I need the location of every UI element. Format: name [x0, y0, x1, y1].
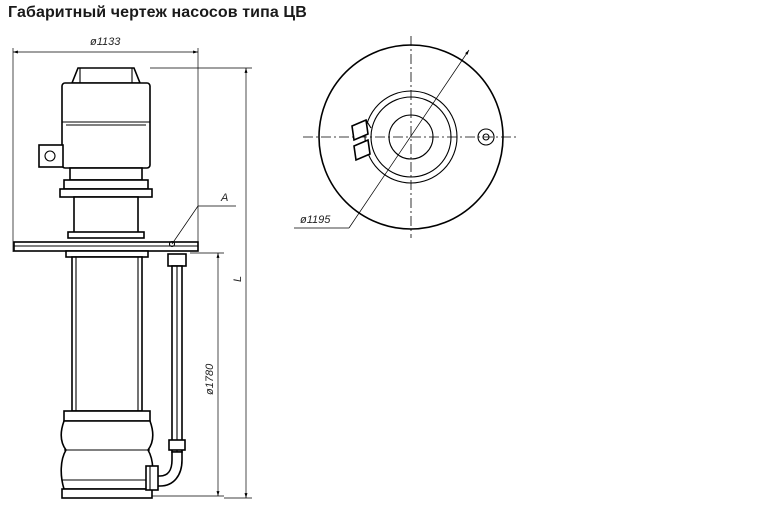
pump-casing — [60, 420, 154, 490]
shaft-bore — [388, 114, 434, 160]
discharge-elbow — [155, 451, 183, 487]
discharge-nozzle-plan — [477, 128, 495, 146]
motor-flange-outer — [364, 90, 458, 184]
discharge-flange-top — [167, 253, 187, 267]
drawing-title: Габаритный чертеж насосов типа ЦВ — [8, 4, 307, 21]
column-pipe — [71, 256, 143, 412]
pump-plan-view: ø1195 — [294, 36, 517, 238]
plan-diameter-label: ø1195 — [300, 214, 331, 226]
motor-top-cap — [70, 67, 142, 84]
terminal-box-plan — [351, 118, 369, 142]
terminal-box — [38, 144, 64, 168]
discharge-flange-bottom — [145, 465, 159, 491]
motor-flange-inner — [370, 96, 452, 178]
callout-a-label: A — [220, 192, 228, 204]
callout-a-leader — [171, 205, 199, 245]
suction-bell — [61, 488, 153, 499]
plan-diameter-dimension — [348, 49, 470, 229]
overall-length-label: L — [232, 276, 244, 282]
pump-side-view: ø1133 — [12, 36, 252, 499]
lantern-housing — [73, 196, 139, 238]
top-diameter-label: ø1133 — [90, 36, 121, 48]
base-plate-circle — [318, 44, 504, 230]
pipe-length-label: ø1780 — [204, 363, 216, 395]
